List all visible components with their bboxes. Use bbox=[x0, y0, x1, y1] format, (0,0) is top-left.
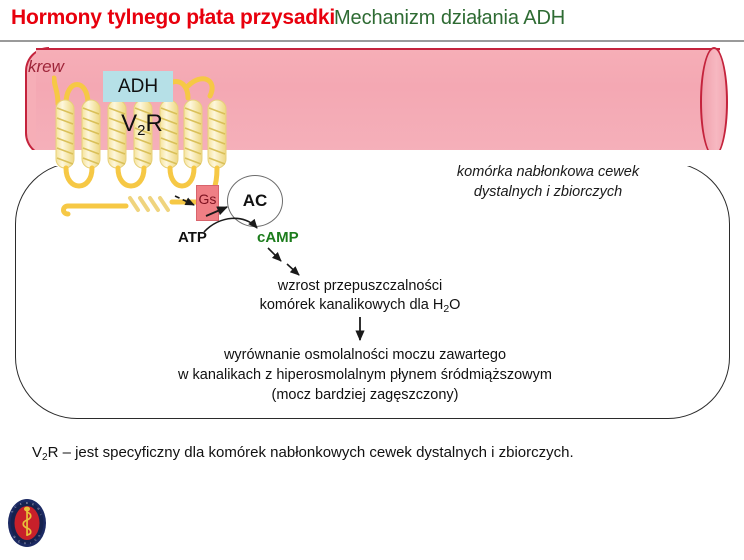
vessel-right-cap bbox=[700, 47, 728, 157]
cell-label-line2: dystalnych i zbiorczych bbox=[473, 183, 623, 200]
gs-protein-box: Gs bbox=[196, 185, 219, 221]
cell-label-line1: komórka nabłonkowa cewek bbox=[456, 164, 640, 180]
adh-label: ADH bbox=[117, 76, 159, 97]
svg-text:M: M bbox=[12, 535, 16, 540]
page-title: Hormony tylnego płata przysadki bbox=[11, 6, 336, 29]
svg-text:D: D bbox=[26, 501, 28, 505]
gs-label: Gs bbox=[198, 191, 217, 207]
slide-title-row: Hormony tylnego płata przysadki Mechaniz… bbox=[0, 4, 744, 38]
camp-label: cAMP bbox=[257, 229, 299, 246]
vessel-label: krew bbox=[28, 57, 64, 76]
svg-text:C: C bbox=[34, 537, 37, 541]
svg-text:A: A bbox=[37, 533, 41, 537]
effect1-line2-post: O bbox=[449, 297, 461, 314]
svg-text:C: C bbox=[14, 504, 18, 508]
receptor-label-post: R bbox=[145, 110, 163, 137]
svg-text:A: A bbox=[10, 509, 14, 513]
cell-label: komórka nabłonkowa cewek dystalnych i zb… bbox=[418, 163, 678, 202]
page-subtitle: Mechanizm działania ADH bbox=[334, 7, 566, 29]
receptor-label-pre: V bbox=[121, 110, 138, 137]
svg-text:E: E bbox=[18, 539, 21, 543]
effect2-line1: wyrównanie osmolalności moczu zawartego bbox=[223, 347, 507, 363]
svg-text:E: E bbox=[32, 502, 35, 506]
svg-text:D: D bbox=[24, 541, 27, 545]
atp-label: ATP bbox=[178, 229, 207, 246]
effect1-line1: wzrost przepuszczalności bbox=[277, 278, 443, 294]
slide-caption: V2R – jest specyficzny dla komórek nabło… bbox=[32, 444, 574, 463]
title-divider bbox=[0, 40, 744, 42]
svg-text:I: I bbox=[39, 513, 42, 517]
receptor-label: V2R bbox=[103, 110, 181, 139]
caption-sub: 2 bbox=[42, 451, 48, 463]
effect1-line2-pre: komórek kanalikowych dla H bbox=[259, 297, 444, 314]
effect2-line3: (mocz bardziej zagęszczony) bbox=[271, 387, 459, 403]
university-seal-logo: A C A D E M I M E D I C A bbox=[8, 499, 46, 547]
caption-post: R – jest specyficzny dla komórek nabłonk… bbox=[47, 444, 574, 461]
effect-block-2: wyrównanie osmolalności moczu zawartego … bbox=[150, 345, 580, 405]
effect-block-1: wzrost przepuszczalności komórek kanalik… bbox=[180, 277, 540, 317]
ac-label: AC bbox=[242, 191, 268, 210]
svg-text:A: A bbox=[19, 502, 22, 506]
adenylyl-cyclase-circle: AC bbox=[227, 175, 283, 227]
effect1-line2: komórek kanalikowych dla H2O bbox=[180, 296, 540, 317]
effect1-line2-sub: 2 bbox=[443, 304, 450, 316]
svg-text:I: I bbox=[30, 541, 32, 545]
svg-text:M: M bbox=[37, 506, 41, 511]
effect2-line2: w kanalikach z hiperosmolalnym płynem śr… bbox=[178, 367, 552, 383]
caption-pre: V bbox=[32, 444, 43, 461]
receptor-label-sub: 2 bbox=[137, 122, 146, 140]
adh-ligand-box: ADH bbox=[103, 71, 173, 102]
